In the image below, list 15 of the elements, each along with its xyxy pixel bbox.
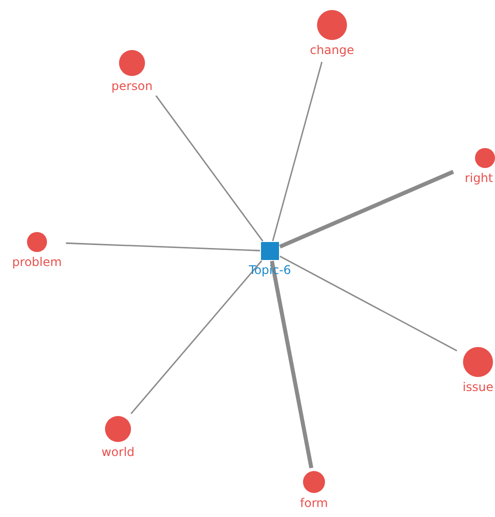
term-label: right bbox=[464, 171, 493, 185]
connector-line bbox=[280, 256, 458, 352]
connector-line bbox=[270, 260, 314, 468]
term-label: problem bbox=[12, 255, 62, 269]
connector-line bbox=[130, 260, 262, 414]
connector-line bbox=[155, 95, 264, 242]
term-label: issue bbox=[462, 380, 494, 394]
topic-label: Topic-6 bbox=[248, 263, 292, 277]
connector-line bbox=[272, 62, 323, 242]
term-label: person bbox=[111, 79, 153, 93]
term-label: world bbox=[101, 445, 135, 459]
connector-line bbox=[66, 242, 260, 252]
term-label: change bbox=[310, 43, 354, 57]
connector-line bbox=[279, 170, 454, 249]
term-label: form bbox=[300, 496, 328, 510]
